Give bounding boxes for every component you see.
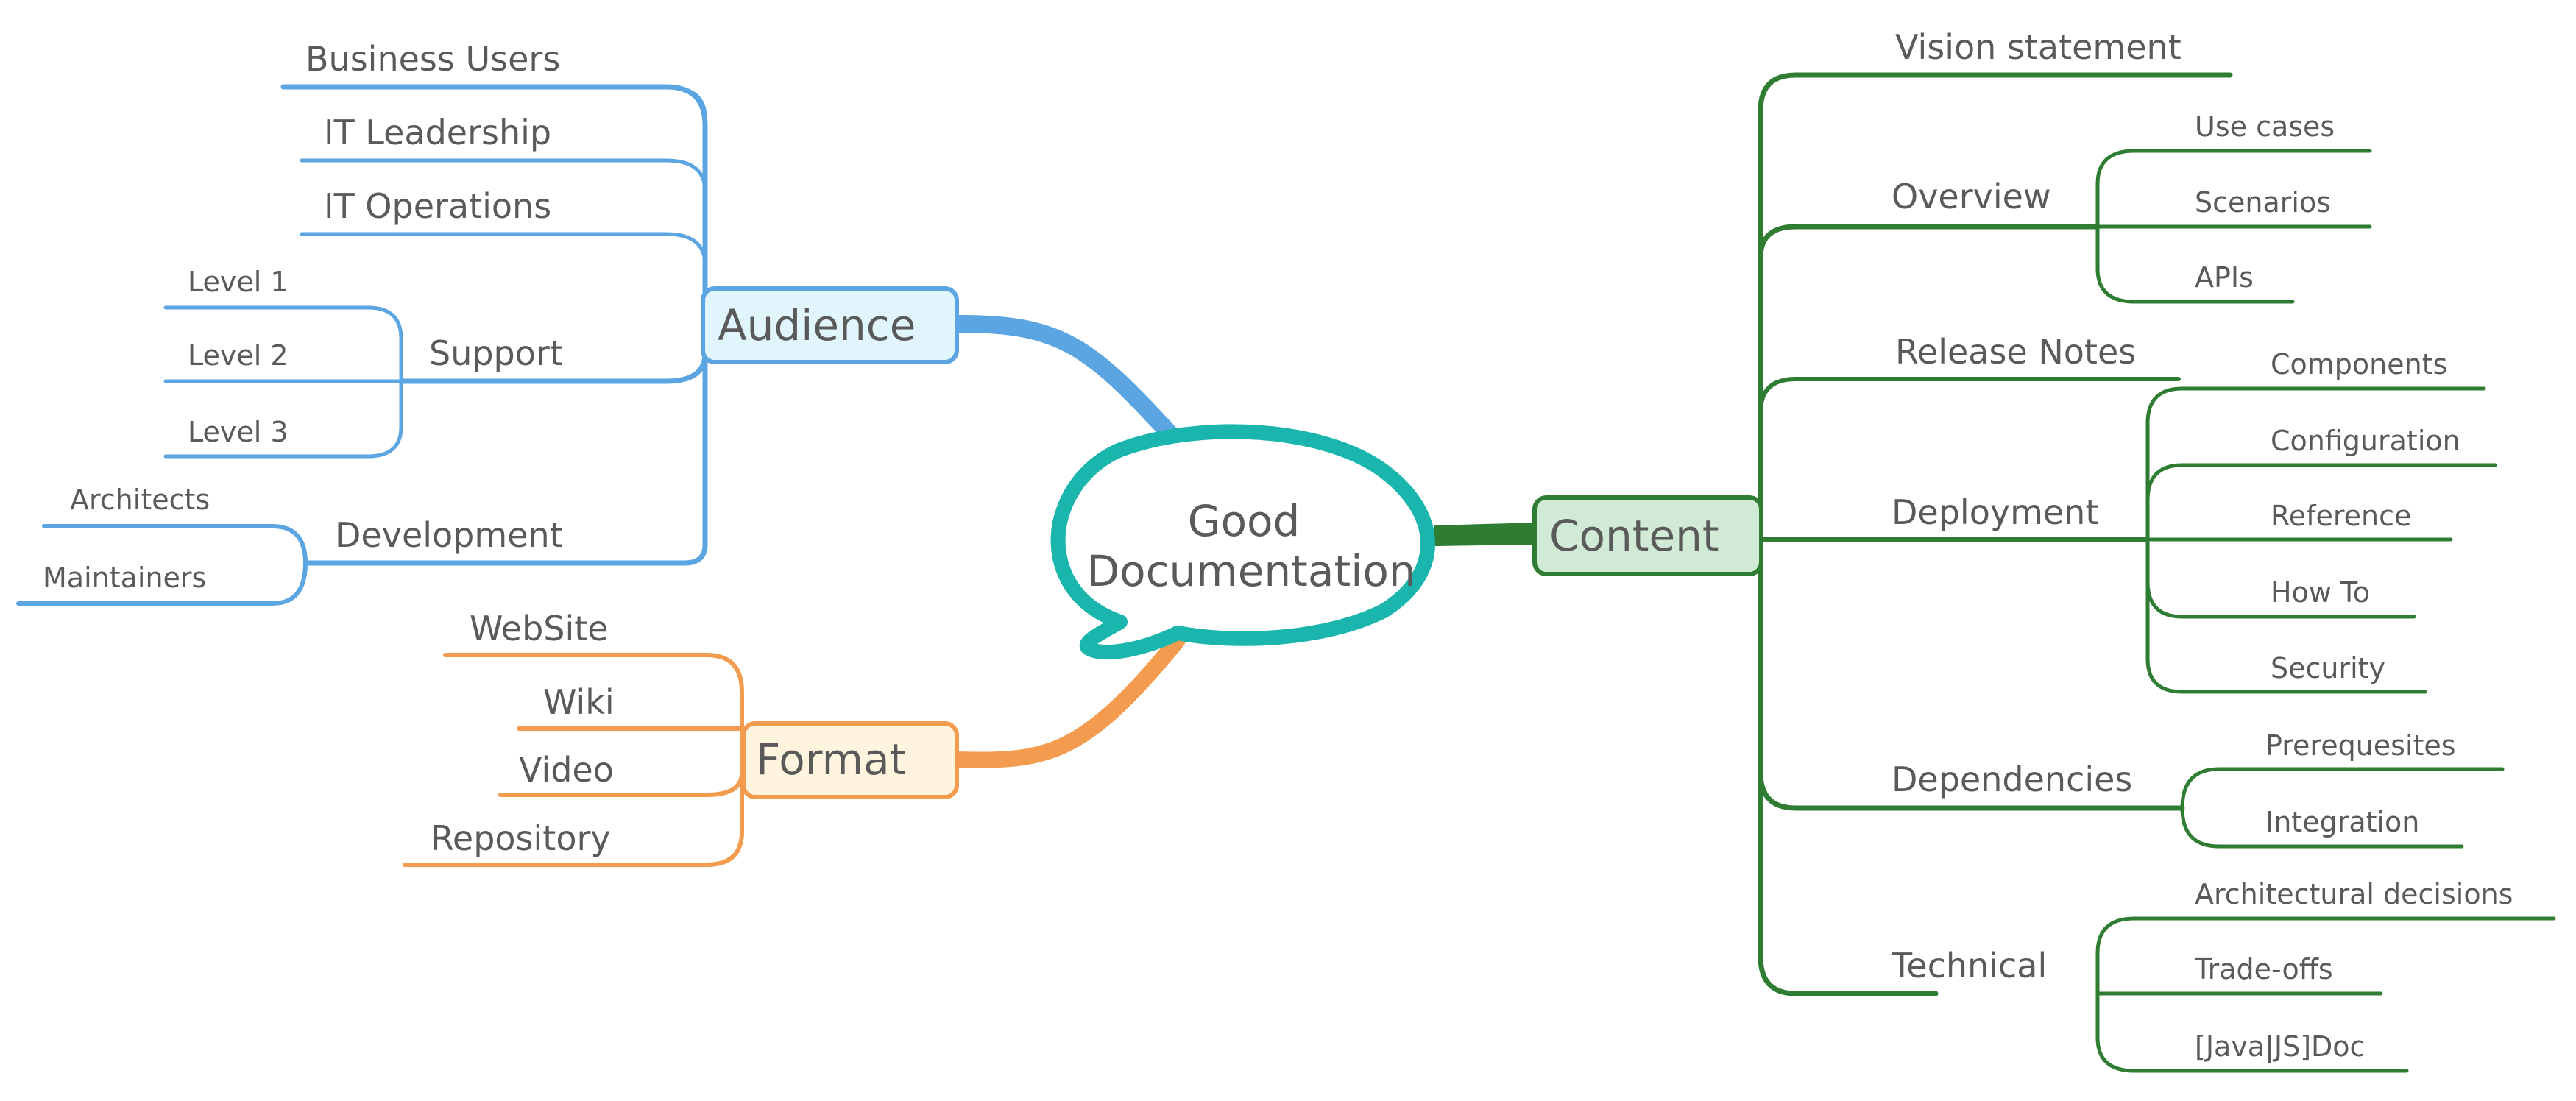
wiki-label[interactable]: Wiki [543, 682, 615, 722]
format-node[interactable] [741, 721, 959, 799]
it-leadership-label[interactable]: IT Leadership [324, 113, 551, 152]
format-lines [403, 653, 744, 867]
content-connector [1434, 523, 1536, 546]
audience-node[interactable] [701, 286, 959, 364]
format-branch: WebSite Wiki Video Repository Format [403, 609, 959, 867]
level3-label[interactable]: Level 3 [188, 416, 289, 448]
configuration-label[interactable]: Configuration [2271, 425, 2460, 457]
overview-line [1758, 224, 2101, 261]
architects-label[interactable]: Architects [70, 484, 210, 516]
format-connector [949, 632, 1186, 768]
security-label[interactable]: Security [2271, 652, 2385, 684]
audience-connector [952, 315, 1179, 443]
content-branch: Vision statement Overview Use cases Scen… [1532, 27, 2556, 1073]
scenarios-label[interactable]: Scenarios [2195, 186, 2331, 219]
it-leadership-line [300, 158, 707, 194]
java-js-doc-label[interactable]: [Java|JS]Doc [2195, 1030, 2365, 1063]
deployment-label[interactable]: Deployment [1892, 492, 2098, 532]
dependencies-sub-lines [2180, 767, 2505, 849]
center-title-line1: Good [1188, 496, 1301, 546]
content-node[interactable] [1532, 495, 1763, 576]
release-notes-label[interactable]: Release Notes [1895, 332, 2136, 372]
level2-label[interactable]: Level 2 [188, 339, 289, 372]
overview-sub-lines [2095, 149, 2372, 304]
it-operations-line [300, 232, 707, 267]
support-label[interactable]: Support [429, 333, 563, 373]
dependencies-label[interactable]: Dependencies [1892, 760, 2132, 799]
development-sub-lines [16, 524, 311, 606]
central-topic[interactable]: Good Documentation [949, 315, 1536, 768]
audience-label: Audience [718, 300, 916, 350]
use-cases-label[interactable]: Use cases [2195, 110, 2335, 143]
technical-label[interactable]: Technical [1891, 946, 2047, 985]
how-to-label[interactable]: How To [2271, 576, 2370, 609]
it-operations-label[interactable]: IT Operations [324, 186, 551, 226]
business-users-line [281, 85, 707, 120]
vision-statement-label[interactable]: Vision statement [1895, 27, 2182, 67]
overview-label[interactable]: Overview [1892, 177, 2051, 216]
audience-trunk [306, 321, 708, 566]
support-sub-lines [163, 305, 403, 459]
repository-label[interactable]: Repository [431, 818, 611, 858]
development-label[interactable]: Development [335, 515, 563, 555]
video-label[interactable]: Video [519, 750, 614, 790]
apis-label[interactable]: APIs [2195, 261, 2254, 294]
prerequisites-label[interactable]: Prerequesites [2265, 729, 2456, 762]
dependencies-line [1758, 770, 2185, 811]
center-bubble [1050, 424, 1435, 660]
website-label[interactable]: WebSite [470, 609, 609, 648]
center-title-line2: Documentation [1086, 546, 1415, 596]
level1-label[interactable]: Level 1 [188, 266, 289, 298]
technical-sub-lines [2095, 916, 2556, 1073]
integration-label[interactable]: Integration [2265, 806, 2419, 838]
audience-branch: Business Users IT Leadership IT Operatio… [16, 39, 959, 606]
reference-label[interactable]: Reference [2271, 500, 2411, 532]
format-label: Format [756, 734, 906, 785]
architectural-decisions-label[interactable]: Architectural decisions [2195, 878, 2513, 910]
content-trunk [1758, 72, 2233, 996]
maintainers-label[interactable]: Maintainers [43, 562, 206, 594]
release-notes-line [1758, 377, 2181, 414]
content-label: Content [1549, 511, 1719, 561]
components-label[interactable]: Components [2271, 348, 2447, 380]
trade-offs-label[interactable]: Trade-offs [2194, 953, 2333, 985]
deployment-sub-lines [2145, 386, 2497, 694]
business-users-label[interactable]: Business Users [305, 39, 560, 79]
